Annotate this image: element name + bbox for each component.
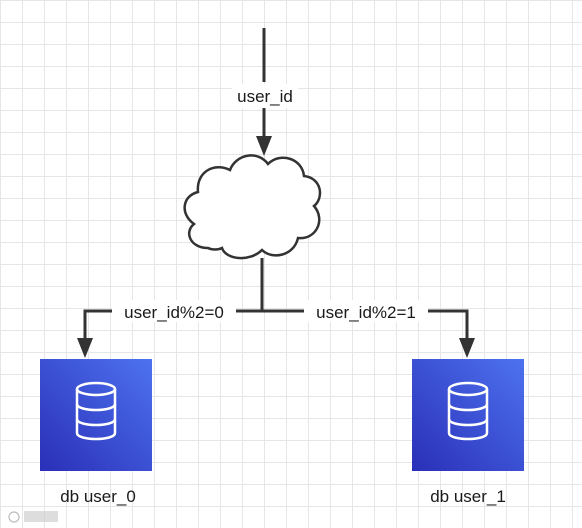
input-connector [256, 28, 272, 156]
arrow-down-icon [256, 136, 272, 156]
db-label-user-0: db user_0 [60, 487, 136, 506]
db-node-user-1 [412, 359, 524, 471]
right-edge-label: user_id%2=1 [316, 303, 416, 322]
arrow-down-icon [77, 338, 93, 358]
right-label-bg [304, 300, 428, 322]
input-label-bg [232, 84, 298, 108]
db-node-user-0 [40, 359, 152, 471]
input-edge-label: user_id [237, 87, 293, 106]
arrow-down-icon [459, 338, 475, 358]
watermark-logo [8, 511, 58, 523]
db-label-user-1: db user_1 [430, 487, 506, 506]
cloud-icon [183, 154, 322, 260]
left-edge-label: user_id%2=0 [124, 303, 224, 322]
database-icon [75, 381, 117, 441]
left-label-bg [112, 300, 236, 322]
database-icon [447, 381, 489, 441]
